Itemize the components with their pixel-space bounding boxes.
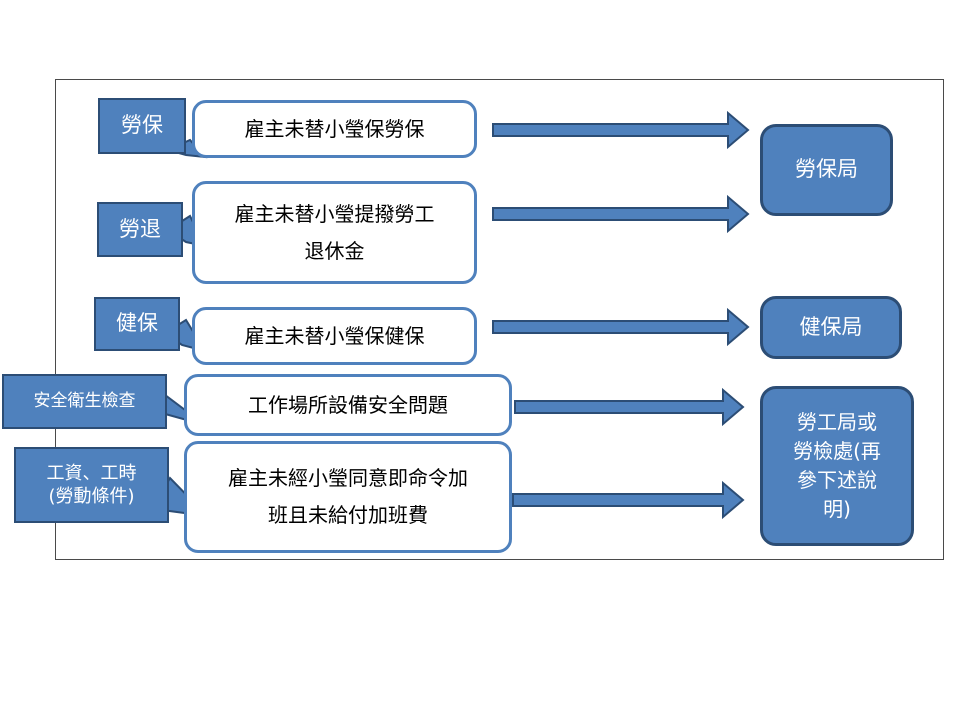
flow-arrow — [514, 387, 745, 427]
description-box: 雇主未經小瑩同意即命令加 班且未給付加班費 — [184, 441, 512, 553]
agency-label: 勞工局或 勞檢處(再 參下述說 明) — [793, 410, 881, 521]
agency-label: 勞保局 — [795, 157, 858, 182]
description-box: 雇主未替小瑩保健保 — [192, 307, 477, 365]
description-text: 工作場所設備安全問題 — [248, 392, 448, 417]
flow-arrow — [492, 110, 750, 150]
description-box: 雇主未替小瑩保勞保 — [192, 100, 477, 158]
tag-label: 勞保 — [121, 113, 163, 138]
tag-label: 工資、工時 (勞動條件) — [46, 462, 137, 507]
tag-labor-insurance: 勞保 — [98, 98, 186, 154]
agency-label: 健保局 — [799, 314, 863, 339]
flow-arrow — [492, 307, 750, 347]
flow-arrow — [512, 480, 745, 520]
description-text: 雇主未經小瑩同意即命令加 班且未給付加班費 — [228, 466, 468, 527]
flow-arrow — [492, 194, 750, 234]
tag-health-insurance: 健保 — [94, 297, 180, 351]
agency-labor-insurance-bureau: 勞保局 — [760, 124, 893, 216]
description-box: 工作場所設備安全問題 — [184, 374, 512, 436]
diagram-frame — [55, 79, 944, 560]
tag-safety-inspection: 安全衛生檢查 — [2, 374, 167, 429]
tag-labor-pension: 勞退 — [97, 202, 183, 257]
tag-label: 勞退 — [119, 216, 161, 241]
agency-health-insurance-bureau: 健保局 — [760, 296, 902, 359]
description-text: 雇主未替小瑩保健保 — [244, 323, 425, 348]
tag-label: 健保 — [116, 311, 158, 336]
tag-label: 安全衛生檢查 — [33, 391, 136, 412]
description-box: 雇主未替小瑩提撥勞工 退休金 — [192, 181, 477, 284]
description-text: 雇主未替小瑩提撥勞工 退休金 — [234, 201, 435, 263]
agency-labor-bureau: 勞工局或 勞檢處(再 參下述說 明) — [760, 386, 914, 546]
tag-labor-conditions: 工資、工時 (勞動條件) — [14, 447, 169, 523]
description-text: 雇主未替小瑩保勞保 — [244, 116, 425, 141]
